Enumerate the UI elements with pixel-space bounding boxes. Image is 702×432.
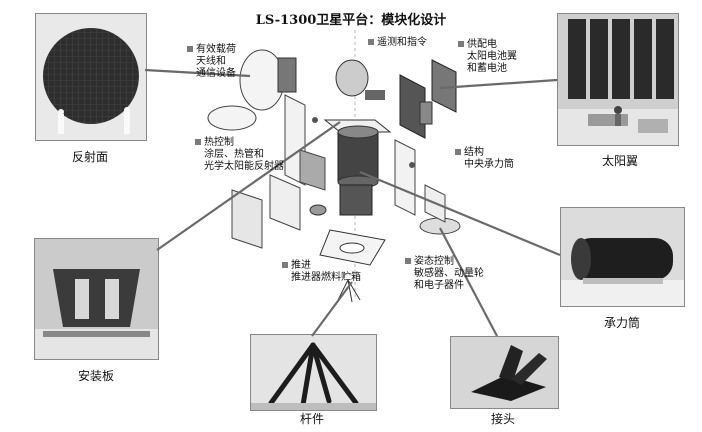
strut-photo (250, 334, 377, 411)
bullet-icon (187, 46, 193, 52)
mounting-plate-caption: 安装板 (77, 369, 114, 383)
strut-caption: 杆件 (299, 412, 324, 426)
mounting-plate-photo (34, 238, 159, 360)
label-thermal: 热控制 涂层、热管和 光学太阳能反射器 (195, 137, 284, 173)
label-power: 供配电 太阳电池翼 和蓄电池 (458, 39, 517, 75)
figure-title: LS-1300卫星平台：模块化设计 (255, 13, 447, 28)
bullet-icon (405, 258, 411, 264)
bullet-icon (455, 149, 461, 155)
solar-wing-photo (557, 13, 679, 146)
thrust-tube-photo (560, 207, 685, 307)
bullet-icon (282, 262, 288, 268)
joint-caption: 接头 (490, 412, 515, 426)
reflector-photo (35, 13, 147, 141)
label-payload: 有效载荷 天线和 通信设备 (187, 44, 236, 80)
bullet-icon (368, 39, 374, 45)
bullet-icon (458, 41, 464, 47)
label-ttc: 遥测和指令 (368, 37, 427, 49)
label-attitude: 姿态控制 敏感器、动量轮 和电子器件 (405, 256, 484, 292)
bullet-icon (195, 139, 201, 145)
solar-wing-caption: 太阳翼 (601, 154, 638, 168)
label-structure: 结构 中央承力筒 (455, 147, 514, 171)
label-propulsion: 推进 推进器燃料贮箱 (282, 260, 361, 284)
thrust-tube-caption: 承力筒 (603, 316, 640, 330)
joint-photo (450, 336, 559, 409)
reflector-caption: 反射面 (71, 150, 108, 164)
